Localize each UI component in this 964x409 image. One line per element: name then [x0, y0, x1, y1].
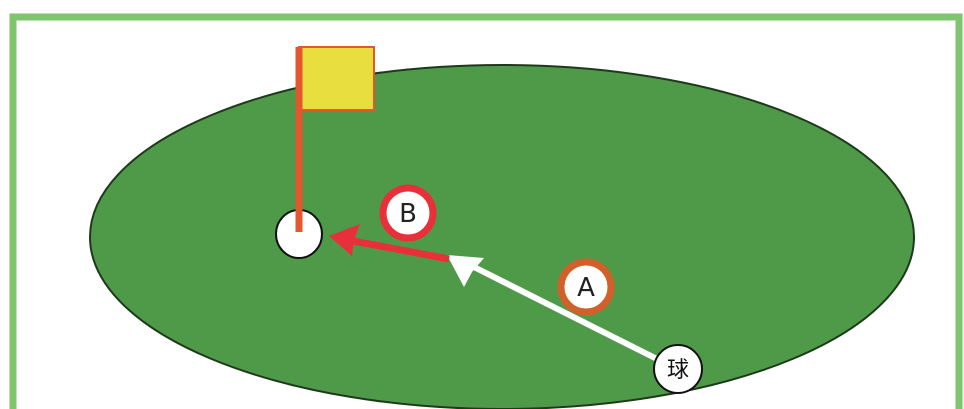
flag	[298, 46, 375, 111]
badge-b-ring	[379, 184, 437, 242]
badge-a-ring	[557, 258, 615, 316]
badge-path-a: A	[557, 258, 615, 316]
ball: 球	[653, 344, 703, 394]
path-a-arrow-line	[466, 261, 665, 365]
badge-a-label: A	[577, 273, 595, 303]
path-a-arrowhead	[447, 255, 484, 287]
ball-label: 球	[667, 358, 689, 383]
frame-border	[9, 13, 963, 409]
path-b-arrowhead	[329, 224, 360, 256]
badge-b-label: B	[399, 199, 417, 229]
path-b-arrow-line	[347, 236, 450, 263]
putting-green	[89, 64, 915, 409]
ball-circle	[653, 344, 703, 394]
badge-path-b: B	[379, 184, 437, 242]
